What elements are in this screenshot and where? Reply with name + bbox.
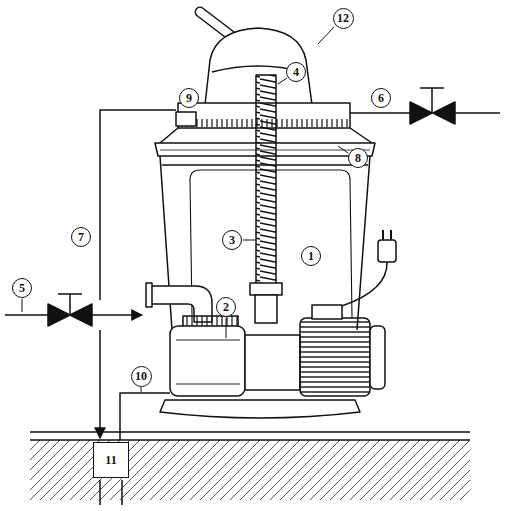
callout-text: 7 — [78, 231, 84, 243]
ground-line — [120, 393, 170, 440]
hose-coupling — [250, 283, 282, 295]
drain-port — [176, 112, 196, 126]
callout-number: 4 — [286, 62, 306, 82]
flow-arrow — [92, 314, 142, 316]
floor-slab — [30, 432, 470, 440]
callout-text: 3 — [229, 234, 235, 246]
junction-box — [312, 305, 342, 319]
callout-text: 8 — [355, 152, 361, 164]
ground-hatch — [30, 440, 470, 500]
callout-number: 8 — [348, 148, 368, 168]
callout-number: 10 — [131, 366, 152, 387]
callout-text: 2 — [223, 301, 229, 313]
callout-number: 2 — [216, 297, 236, 317]
callout-text: 6 — [378, 92, 384, 104]
callout-number: 7 — [71, 227, 91, 247]
callout-text: 1 — [308, 250, 314, 262]
motor-cap — [370, 326, 385, 389]
callout-text: 12 — [337, 12, 349, 24]
callout-number: 9 — [179, 88, 199, 108]
waste-line — [100, 110, 176, 300]
callout-number: 6 — [371, 88, 391, 108]
drain-pipe — [100, 480, 122, 505]
base-plate — [160, 400, 360, 418]
callout-text: 10 — [135, 370, 147, 382]
callout-number: 3 — [222, 230, 242, 250]
callout-box: 11 — [93, 442, 129, 478]
inlet-pipe — [5, 314, 48, 316]
pump-adapter — [245, 335, 300, 390]
callout-number: 5 — [12, 278, 32, 298]
callout-text: 9 — [186, 92, 192, 104]
callout-text: 11 — [105, 454, 116, 466]
callout-text: 4 — [293, 66, 299, 78]
pump-housing — [170, 326, 245, 396]
callout-number: 12 — [333, 8, 354, 29]
corrugated-hose — [256, 75, 276, 285]
power-plug — [378, 240, 396, 262]
callout-number: 1 — [301, 246, 321, 266]
motor — [300, 318, 370, 396]
callout-text: 5 — [19, 282, 25, 294]
leader-lines — [22, 27, 348, 392]
power-cord — [342, 262, 387, 306]
drain-arrow — [99, 330, 101, 438]
